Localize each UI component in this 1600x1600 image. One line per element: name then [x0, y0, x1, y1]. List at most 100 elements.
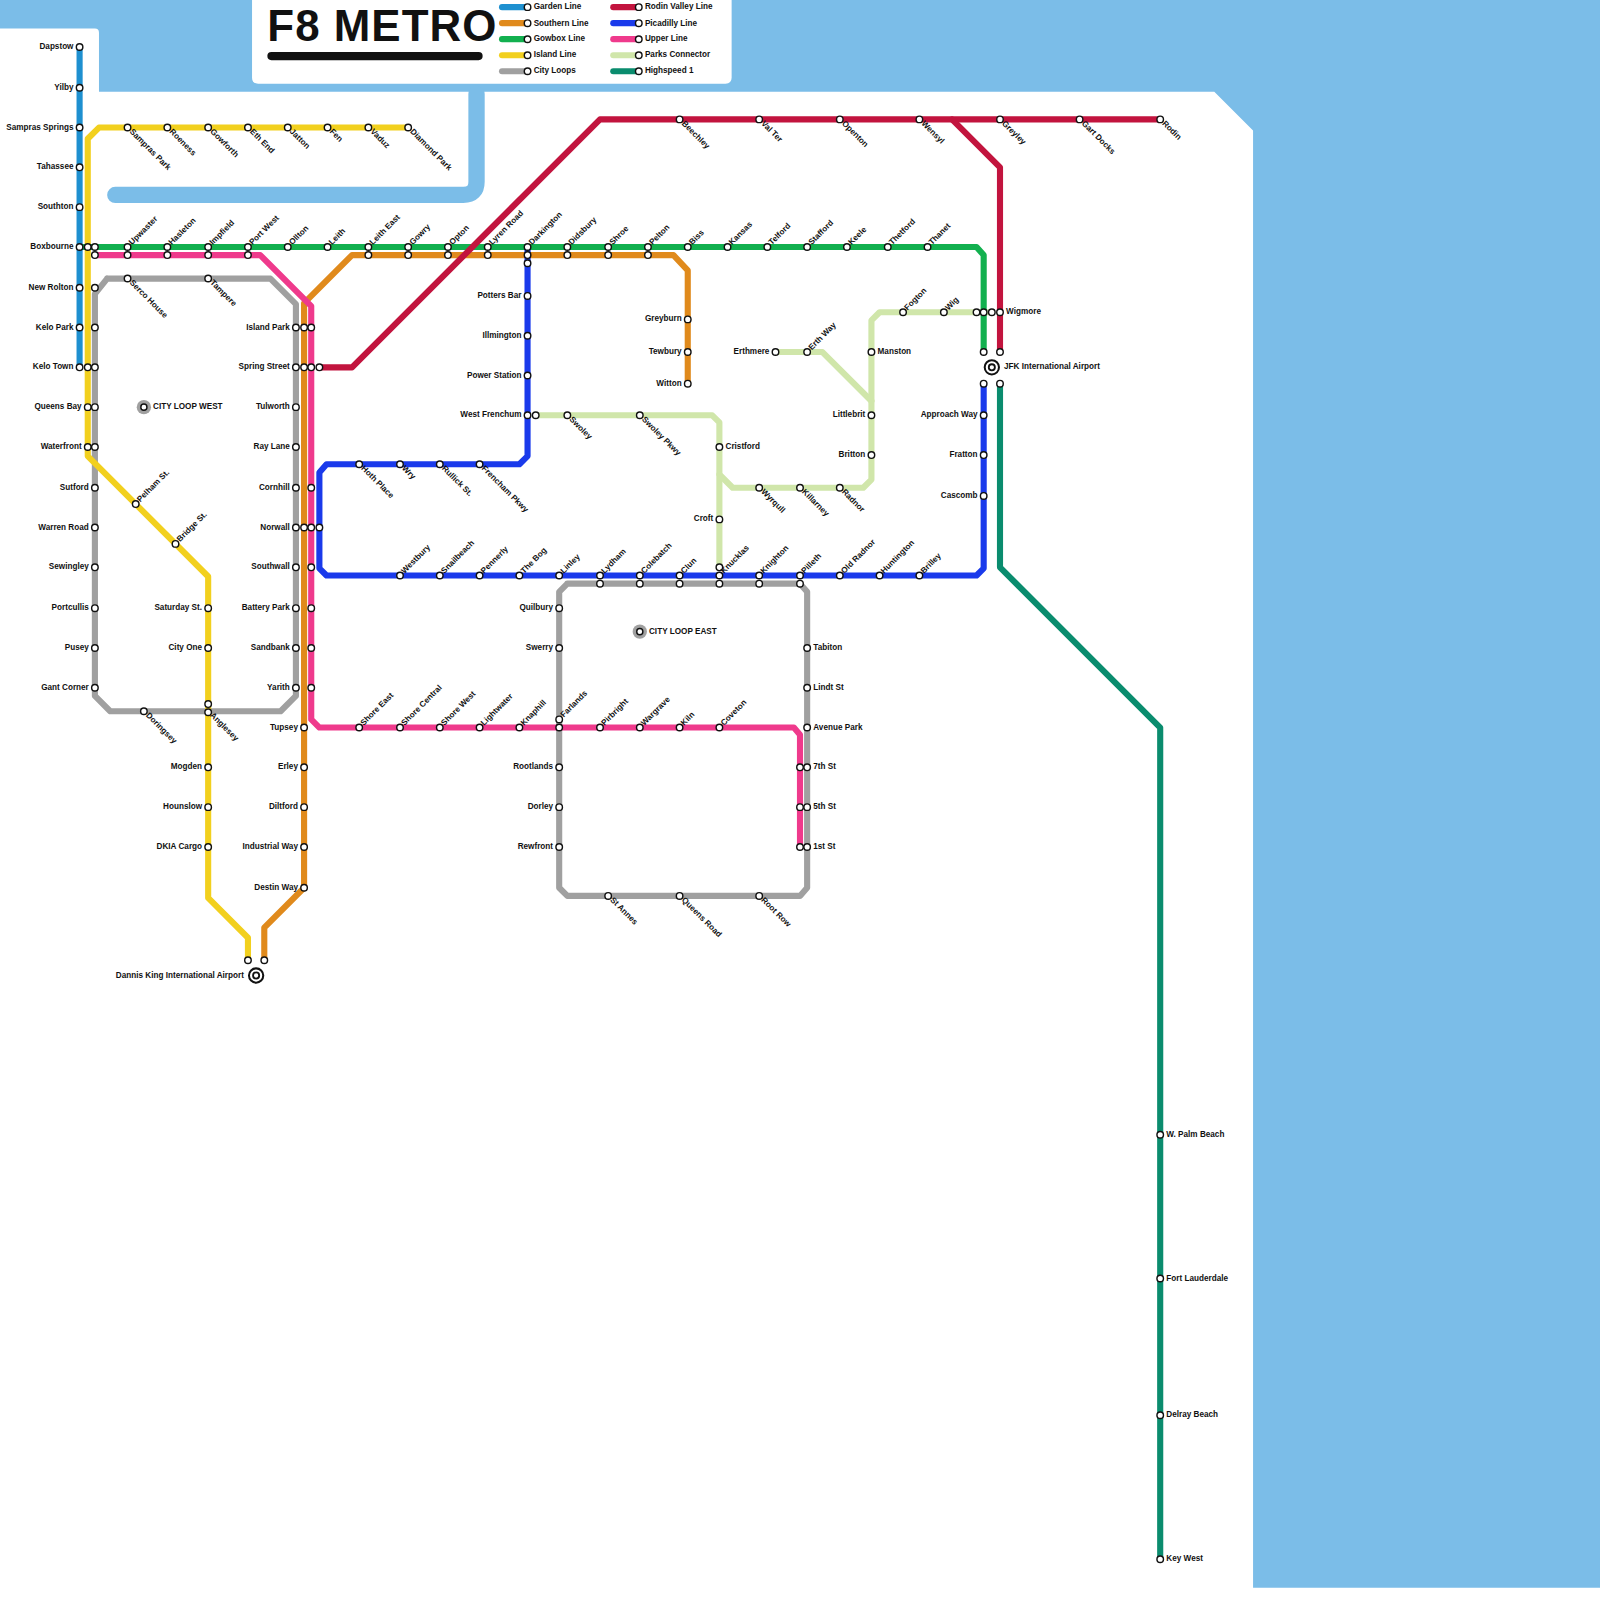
station-dot	[980, 349, 987, 356]
station-label: Stafford	[807, 218, 836, 247]
station-dot	[76, 324, 83, 331]
station-dot	[941, 309, 948, 316]
station-dot	[916, 572, 923, 579]
station-label: Cristford	[726, 442, 760, 452]
station-dot	[308, 484, 315, 491]
station-dot	[556, 605, 563, 612]
station-dot	[797, 580, 804, 587]
legend-swatch	[613, 68, 642, 75]
station-label: Fen	[327, 127, 344, 144]
station-label: Rootlands	[513, 762, 553, 772]
station-dot	[684, 349, 691, 356]
station-label: Wigmore	[1006, 307, 1041, 317]
station-label: Shore West	[439, 689, 478, 728]
station-label: Pelton	[647, 223, 672, 248]
station-dot	[84, 444, 91, 451]
station-dot	[516, 724, 523, 731]
station-dot	[261, 957, 268, 964]
station-dot	[92, 252, 99, 259]
station-label: Portcullis	[52, 603, 89, 613]
station-label: Island Park	[246, 322, 290, 332]
station-label: Rewfront	[518, 842, 553, 852]
station-dot	[397, 572, 404, 579]
legend-swatch	[613, 36, 642, 43]
station-dot	[245, 252, 252, 259]
station-label: Vaduz	[368, 127, 392, 151]
station-dot	[556, 716, 563, 723]
station-label: Quilbury	[519, 603, 553, 613]
legend-text: City Loops	[534, 66, 576, 76]
station-label: Tahassee	[37, 162, 74, 172]
station-dot	[804, 244, 811, 251]
station-dot	[308, 645, 315, 652]
station-label: Gowry	[408, 222, 433, 247]
station-dot	[1157, 1556, 1164, 1563]
station-label: Telford	[767, 221, 793, 247]
station-dot	[356, 724, 363, 731]
station-dot	[900, 309, 907, 316]
station-label: Port West	[247, 213, 281, 247]
station-label: Leith	[327, 226, 348, 247]
station-dot	[676, 580, 683, 587]
station-dot	[876, 572, 883, 579]
airport-symbol	[985, 360, 999, 374]
station-dot	[556, 724, 563, 731]
station-dot	[316, 524, 323, 531]
legend-text: Highspeed 1	[645, 66, 694, 76]
station-dot	[989, 309, 996, 316]
station-dot	[301, 364, 308, 371]
station-label: Rullick St.	[439, 464, 474, 499]
station-dot	[645, 252, 652, 259]
station-label: Shore Central	[399, 683, 444, 728]
station-dot	[868, 452, 875, 459]
station-dot	[308, 324, 315, 331]
legend-text: Parks Connector	[645, 50, 710, 60]
metro-line	[952, 119, 1000, 352]
station-label: Littlebrit	[833, 410, 866, 420]
station-dot	[804, 645, 811, 652]
station-dot	[556, 844, 563, 851]
loop-marker	[633, 624, 647, 638]
station-label: Fogton	[903, 286, 930, 313]
station-dot	[980, 380, 987, 387]
station-dot	[804, 724, 811, 731]
station-dot	[837, 572, 844, 579]
station-label: Saturday St.	[154, 603, 202, 613]
station-dot	[764, 244, 771, 251]
station-dot	[684, 244, 691, 251]
station-dot	[92, 645, 99, 652]
station-label: Kelo Town	[33, 362, 74, 372]
station-dot	[308, 524, 315, 531]
station-dot	[556, 804, 563, 811]
station-label: Tabiton	[813, 643, 842, 653]
station-label: Mogden	[171, 762, 202, 772]
station-label: Delray Beach	[1166, 1410, 1218, 1420]
station-label: 5th St	[813, 802, 836, 812]
station-dot	[301, 764, 308, 771]
station-label: Westbury	[399, 543, 432, 576]
station-dot	[205, 605, 212, 612]
station-label: West Frenchum	[460, 410, 521, 420]
station-dot	[980, 309, 987, 316]
station-dot	[804, 684, 811, 691]
metro-line	[716, 474, 722, 567]
station-label: Lindt St	[813, 683, 843, 693]
station-label: Tewbury	[649, 347, 682, 357]
station-dot	[997, 349, 1004, 356]
station-label: Openton	[839, 119, 870, 150]
station-dot	[524, 252, 531, 259]
station-dot	[405, 244, 412, 251]
legend-text: Upper Line	[645, 34, 688, 44]
station-label: Knucklas	[719, 543, 752, 576]
station-label: Colebatch	[639, 541, 674, 576]
station-label: Radnor	[839, 487, 866, 514]
station-label: Snailbeach	[439, 538, 477, 576]
station-label: Yarith	[267, 683, 290, 693]
station-label: Clun	[679, 556, 699, 576]
station-label: Boxbourne	[30, 242, 73, 252]
station-label: Sampras Park	[127, 127, 173, 173]
map-title: F8 METRO	[267, 2, 497, 49]
station-dot	[804, 804, 811, 811]
station-label: Wry	[399, 464, 417, 482]
station-label: Sewingley	[49, 562, 89, 572]
